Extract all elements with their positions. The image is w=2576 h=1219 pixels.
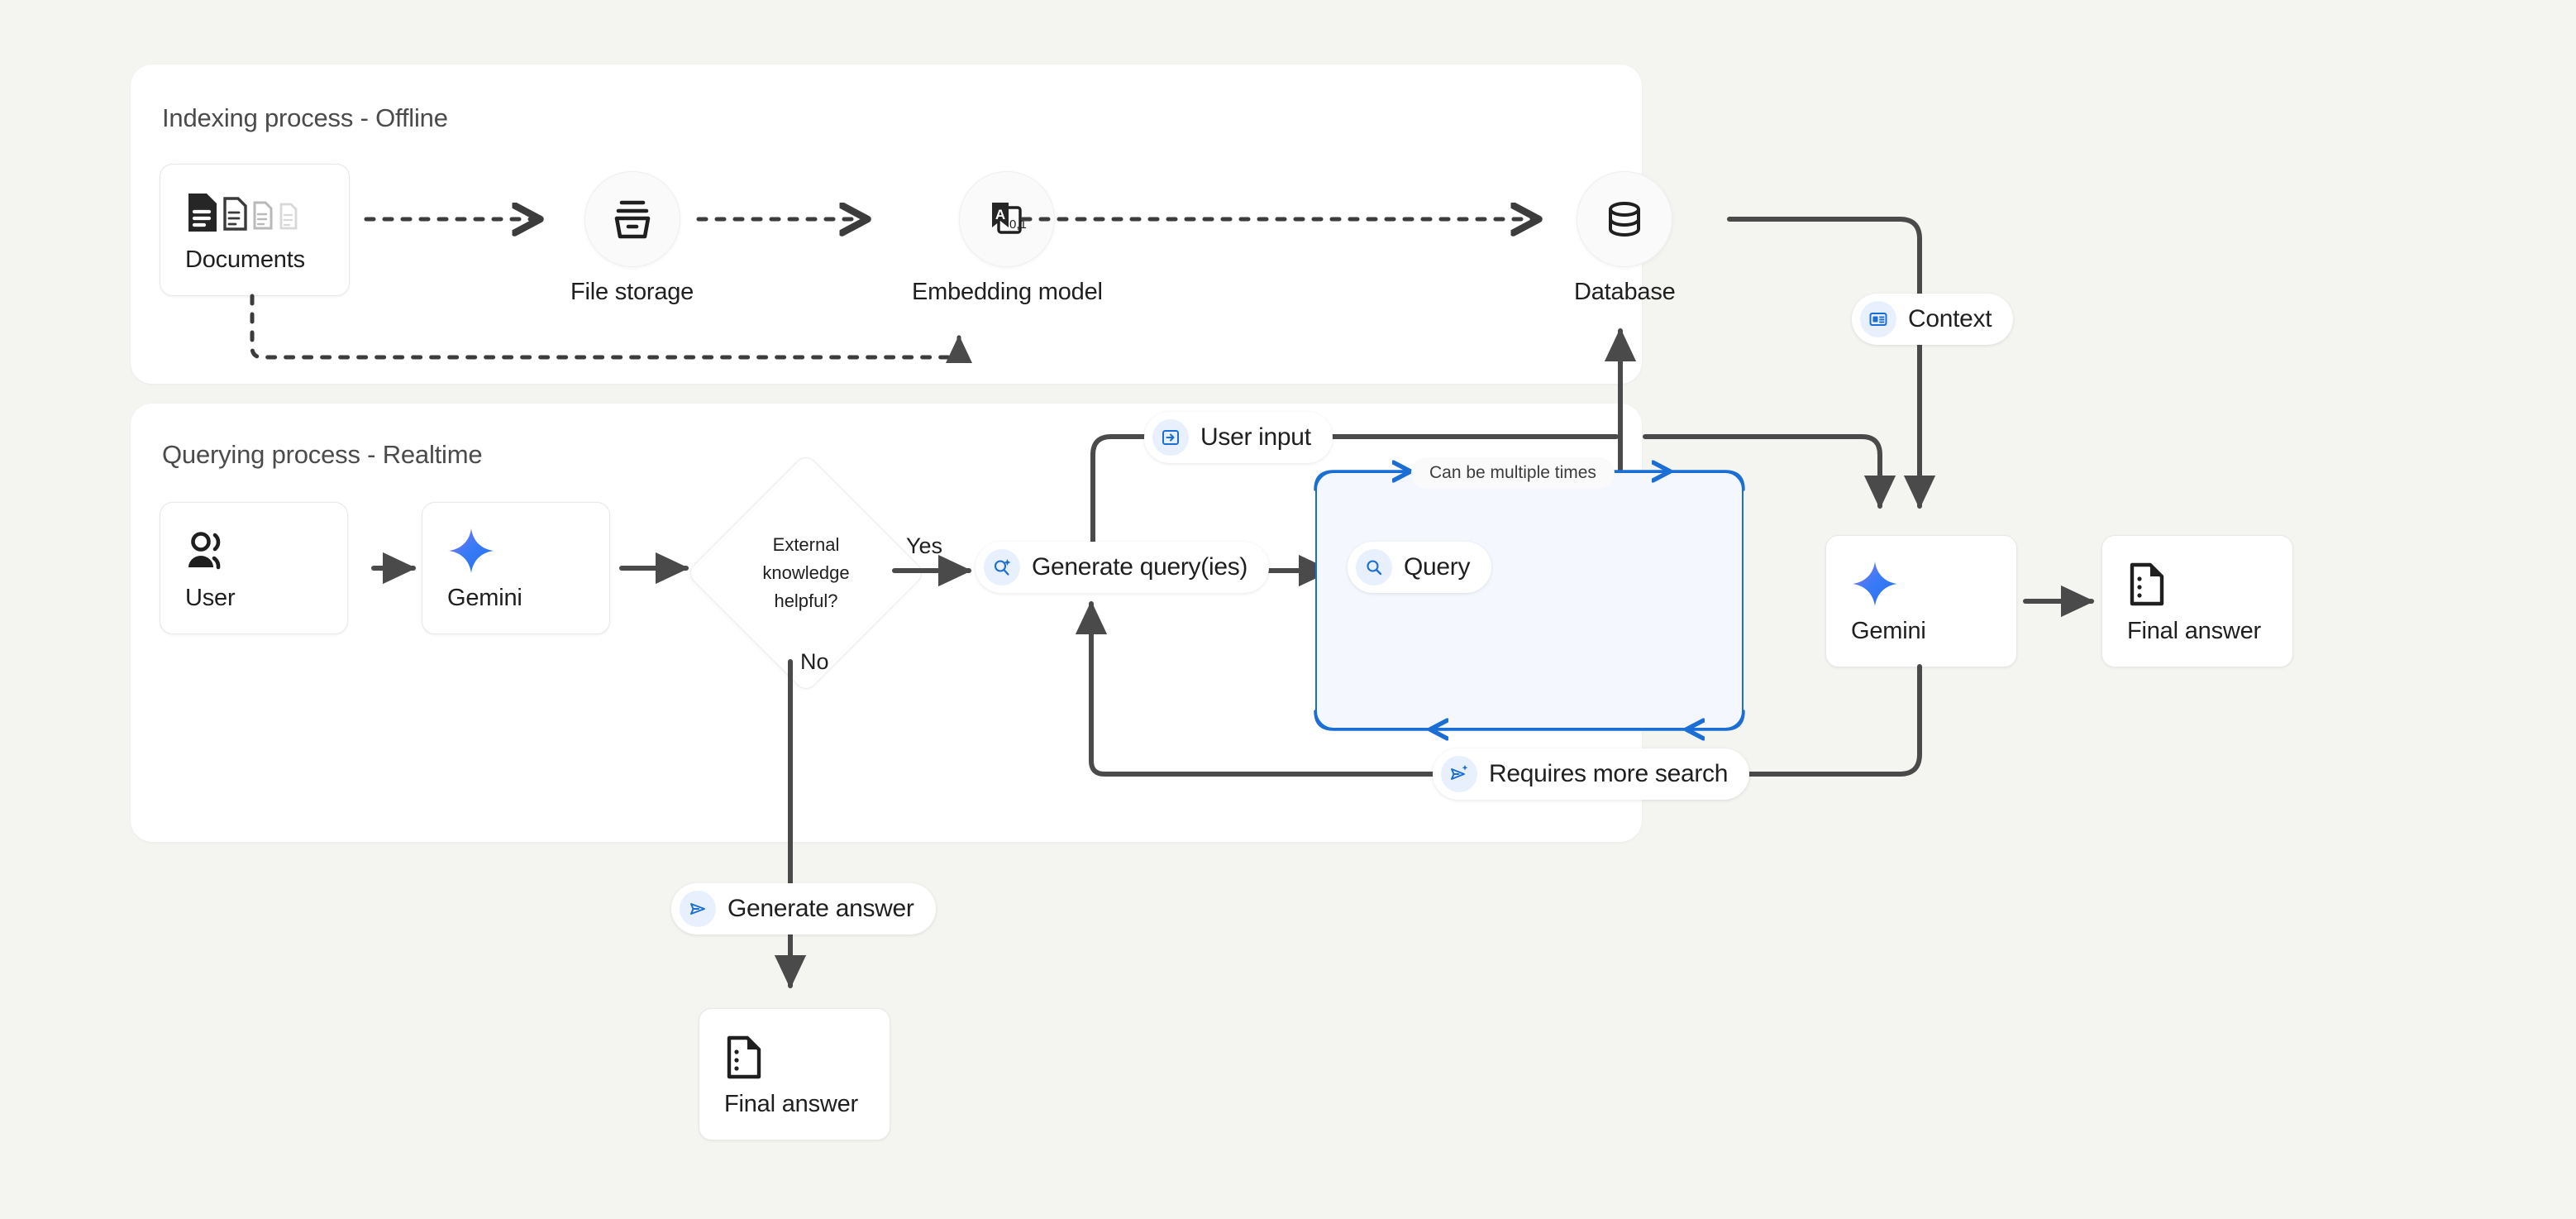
- decision-external-knowledge[interactable]: External knowledge helpful?: [685, 452, 927, 694]
- embedding-translate-icon: 0,1 A: [959, 171, 1056, 267]
- node-final-answer-right[interactable]: Final answer: [2101, 535, 2293, 667]
- node-user-label: User: [185, 584, 236, 611]
- chip-generate-queries[interactable]: Generate query(ies): [976, 542, 1270, 593]
- chip-generate-queries-label: Generate query(ies): [1032, 553, 1248, 581]
- context-panel-icon: [1860, 301, 1896, 337]
- search-sparkle-icon: [984, 549, 1020, 586]
- chip-generate-answer[interactable]: Generate answer: [671, 883, 936, 935]
- chip-query[interactable]: Query: [1348, 542, 1492, 593]
- retrieval-loop-box: [1315, 471, 1744, 729]
- search-icon: [1356, 549, 1392, 586]
- node-gemini-right[interactable]: Gemini: [1825, 535, 2017, 667]
- file-storage-icon: [584, 171, 680, 267]
- node-documents-label: Documents: [185, 246, 305, 273]
- final-answer-doc-icon: [724, 1031, 890, 1083]
- decision-text: External knowledge helpful?: [721, 488, 891, 658]
- chip-query-label: Query: [1404, 553, 1471, 581]
- node-final-answer-right-label: Final answer: [2127, 617, 2261, 644]
- panel-indexing-title: Indexing process - Offline: [162, 103, 448, 132]
- chip-user-input-label: User input: [1200, 423, 1311, 451]
- node-user[interactable]: User: [160, 502, 348, 634]
- send-sparkle-icon: [1441, 756, 1477, 792]
- edge-database-to-context-gemini: [1727, 217, 1936, 509]
- node-database[interactable]: Database: [1574, 171, 1676, 306]
- database-cylinder-icon: [1577, 171, 1673, 267]
- decision-line-3: helpful?: [774, 590, 838, 612]
- node-file-storage[interactable]: File storage: [570, 171, 694, 306]
- chip-requires-more-search[interactable]: Requires more search: [1433, 748, 1750, 800]
- svg-text:0,1: 0,1: [1009, 218, 1027, 232]
- chip-generate-answer-label: Generate answer: [727, 895, 914, 922]
- chip-requires-more-search-label: Requires more search: [1489, 760, 1729, 787]
- loop-note-can-be-multiple-times: Can be multiple times: [1411, 457, 1615, 489]
- panel-querying-title: Querying process - Realtime: [162, 440, 483, 469]
- node-file-storage-label: File storage: [570, 279, 694, 305]
- gemini-sparkle-icon: [447, 525, 609, 576]
- node-documents[interactable]: Documents: [160, 164, 350, 296]
- send-icon: [680, 891, 716, 927]
- node-embedding-model-indexing-label: Embedding model: [912, 279, 1103, 305]
- node-embedding-model-indexing[interactable]: 0,1 A Embedding model: [912, 171, 1103, 306]
- node-gemini-left[interactable]: Gemini: [422, 502, 610, 634]
- chip-context[interactable]: Context: [1852, 294, 2014, 345]
- node-gemini-left-label: Gemini: [447, 584, 522, 611]
- node-database-label: Database: [1574, 279, 1676, 305]
- user-input-arrow-icon: [1152, 419, 1189, 456]
- gemini-sparkle-icon: [1851, 558, 2016, 610]
- user-icon: [185, 525, 347, 576]
- svg-text:A: A: [995, 207, 1005, 222]
- final-answer-doc-icon: [2127, 558, 2292, 610]
- documents-stack-icon: [185, 187, 349, 238]
- edge-label-no: No: [800, 649, 829, 674]
- edge-label-yes: Yes: [906, 533, 943, 558]
- node-final-answer-bottom-label: Final answer: [724, 1090, 858, 1117]
- decision-line-1: External: [772, 533, 840, 555]
- node-gemini-right-label: Gemini: [1851, 617, 1926, 644]
- decision-line-2: knowledge: [762, 562, 850, 583]
- node-final-answer-bottom[interactable]: Final answer: [699, 1008, 890, 1140]
- chip-user-input[interactable]: User input: [1144, 412, 1333, 463]
- chip-context-label: Context: [1908, 305, 1992, 332]
